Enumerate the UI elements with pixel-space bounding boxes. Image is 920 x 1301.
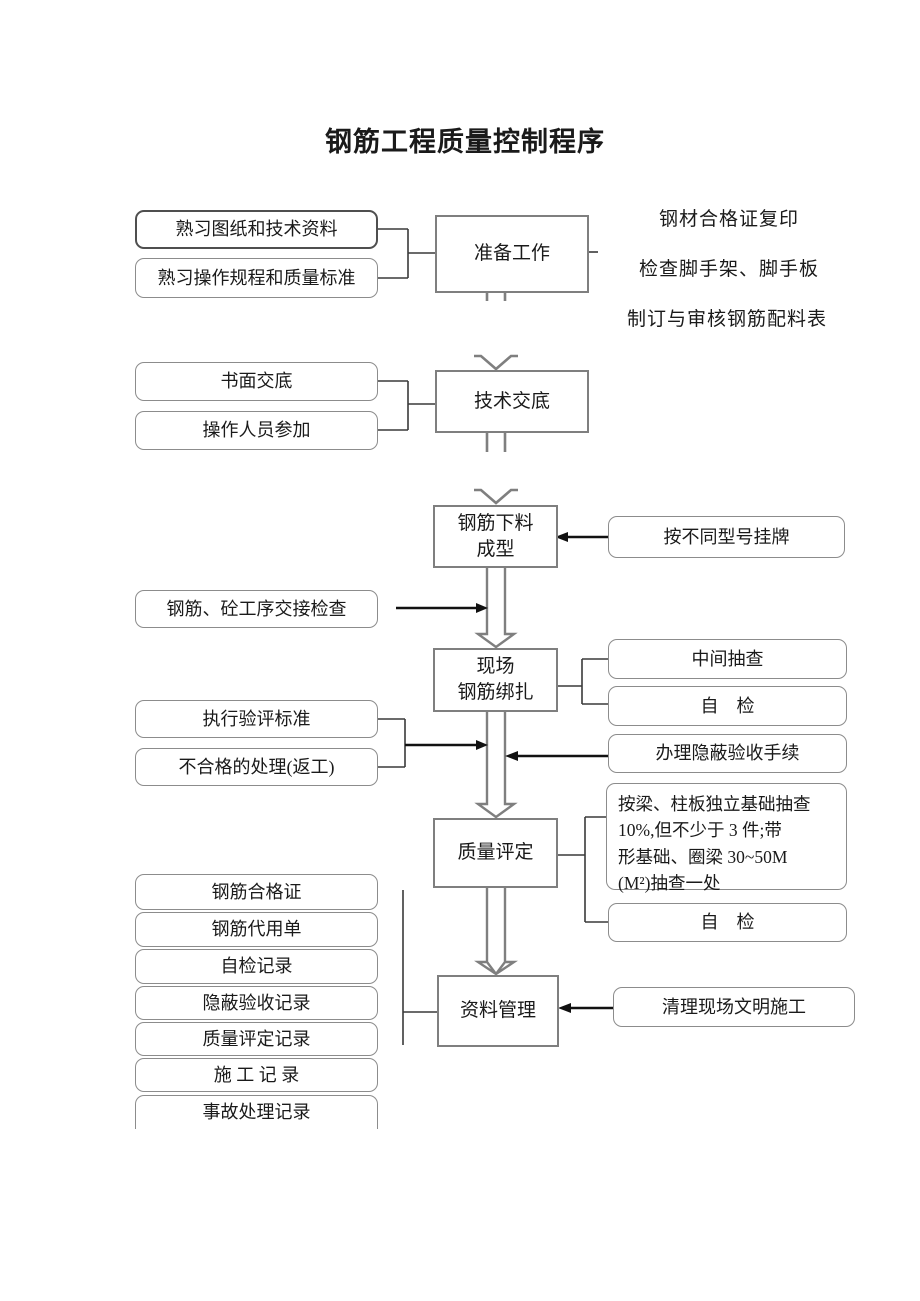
flow-arrow-down	[474, 568, 518, 976]
prepare-work-node: 准备工作	[435, 215, 589, 293]
sampling-rule-box: 按梁、柱板独立基础抽查 10%,但不少于 3 件;带 形基础、圈梁 30~50M…	[606, 783, 847, 893]
self-check-record-box: 自检记录	[135, 949, 378, 984]
rebar-substitution-box: 钢筋代用单	[135, 912, 378, 947]
rework-handling-box: 不合格的处理(返工)	[135, 748, 378, 786]
rebar-certificate-box: 钢筋合格证	[135, 874, 378, 910]
written-disclosure-box: 书面交底	[135, 362, 378, 401]
steel-certificate-note: 钢材合格证复印	[659, 209, 800, 230]
site-cleanup-box: 清理现场文明施工	[613, 987, 855, 1027]
self-check-box: 自 检	[608, 686, 847, 726]
material-list-note: 制订与审核钢筋配料表	[627, 309, 828, 330]
concealed-acceptance-record-box: 隐蔽验收记录	[135, 986, 378, 1020]
scaffold-check-note: 检查脚手架、脚手板	[639, 259, 820, 280]
operators-participate-box: 操作人员参加	[135, 411, 378, 450]
process-handover-check-box: 钢筋、砼工序交接检查	[135, 590, 378, 628]
familiarize-drawings-box: 熟习图纸和技术资料	[135, 210, 378, 249]
quality-assessment-record-box: 质量评定记录	[135, 1022, 378, 1056]
data-management-node: 资料管理	[437, 975, 559, 1047]
flow-arrow-down	[474, 293, 518, 505]
concealed-acceptance-procedures-box: 办理隐蔽验收手续	[608, 734, 847, 773]
black-arrows	[396, 532, 613, 1013]
accident-record-box: 事故处理记录	[135, 1095, 378, 1129]
type-tagging-box: 按不同型号挂牌	[608, 516, 845, 558]
evaluation-standards-box: 执行验评标准	[135, 700, 378, 738]
tech-disclosure-node: 技术交底	[435, 370, 589, 433]
familiarize-procedures-box: 熟习操作规程和质量标准	[135, 258, 378, 298]
construction-record-box: 施 工 记 录	[135, 1058, 378, 1092]
bracket-lines	[378, 228, 608, 1045]
interim-spot-check-box: 中间抽查	[608, 639, 847, 679]
quality-assessment-node: 质量评定	[433, 818, 558, 888]
self-check-box-2: 自 检	[608, 903, 847, 942]
page-title: 钢筋工程质量控制程序	[325, 127, 605, 157]
site-binding-node: 现场 钢筋绑扎	[433, 648, 558, 712]
rebar-cutting-node: 钢筋下料 成型	[433, 505, 558, 568]
